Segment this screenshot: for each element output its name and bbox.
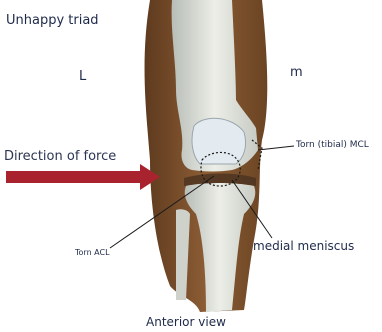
medial-side-label: m xyxy=(290,66,303,79)
patella xyxy=(192,118,246,164)
force-label: Direction of force xyxy=(4,150,116,163)
view-label: Anterior view xyxy=(146,316,226,328)
title: Unhappy triad xyxy=(6,14,99,27)
mcl-leader-line xyxy=(258,146,294,150)
lateral-side-label: L xyxy=(79,70,86,83)
torn-mcl-label: Torn (tibial) MCL xyxy=(296,141,369,150)
medial-meniscus-label: medial meniscus xyxy=(253,240,354,252)
force-arrow xyxy=(6,164,160,190)
torn-acl-label: Torn ACL xyxy=(75,249,110,257)
